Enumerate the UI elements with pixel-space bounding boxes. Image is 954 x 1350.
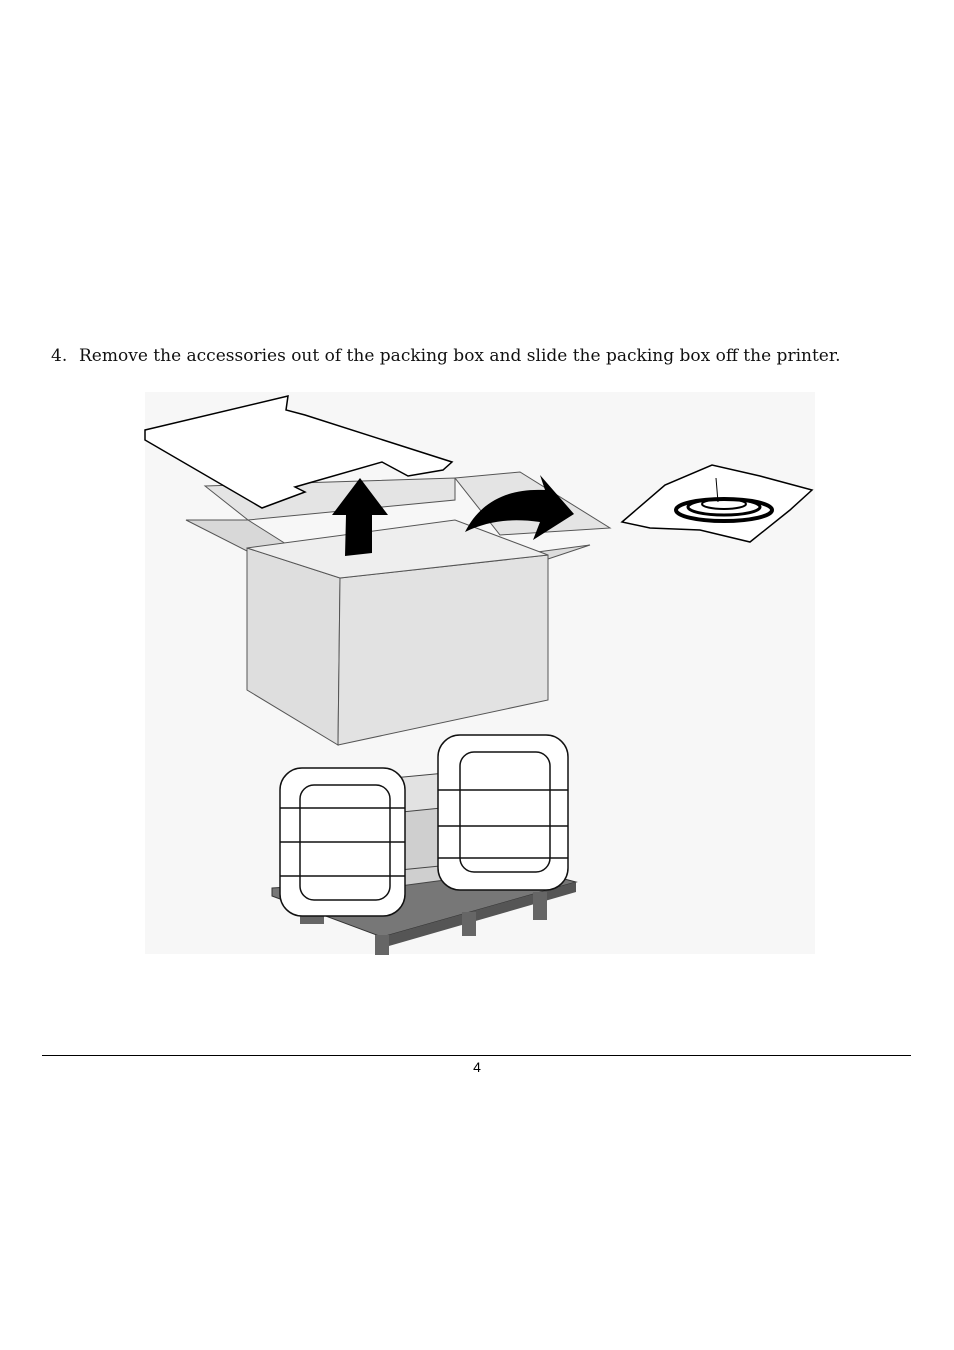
step-number: 4.: [51, 346, 68, 366]
accessory-bag: [620, 464, 814, 543]
step-text: Remove the accessories out of the packin…: [79, 346, 841, 366]
curved-arrow-icon: [465, 475, 574, 540]
foam-top-cover: [144, 395, 454, 509]
up-arrow-icon: [332, 478, 388, 556]
page-number: 4: [473, 1059, 481, 1075]
unpacking-illustration: [144, 392, 815, 955]
footer-rule: [42, 1055, 911, 1056]
instruction-step: 4. Remove the accessories out of the pack…: [51, 346, 931, 366]
printer-on-pallet: [271, 734, 578, 955]
